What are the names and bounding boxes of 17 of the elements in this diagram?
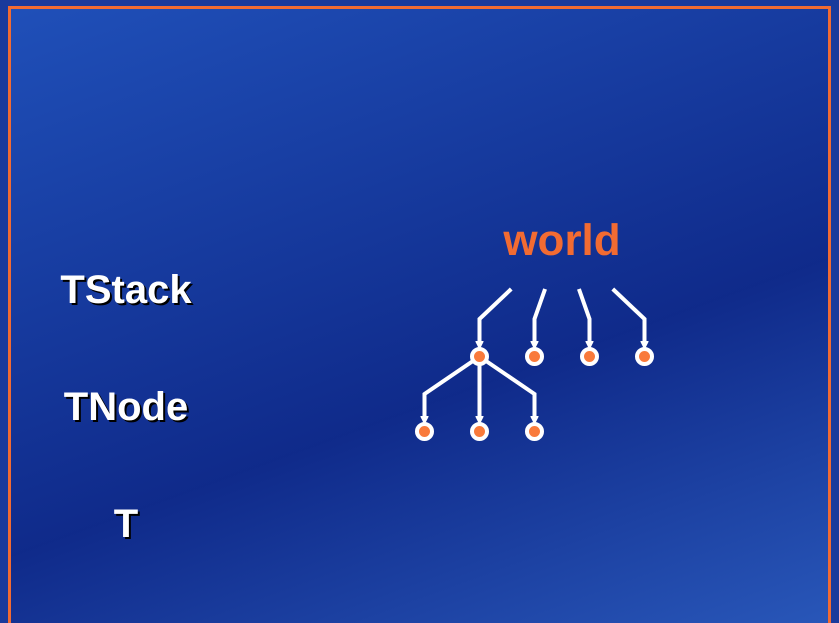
node-ellipse	[470, 347, 489, 366]
arrow	[420, 359, 474, 424]
row-label: TStack	[59, 267, 193, 314]
arrow	[611, 288, 649, 350]
arrow	[484, 359, 539, 424]
arrow	[475, 288, 513, 350]
arrow	[577, 288, 594, 350]
arrow	[530, 288, 547, 350]
row-label: TNode	[62, 384, 190, 431]
node-ellipse	[580, 347, 599, 366]
node-ellipse	[635, 347, 654, 366]
arrow	[475, 364, 484, 424]
node-ellipse	[525, 422, 544, 441]
node-ellipse	[525, 347, 544, 366]
node-ellipse	[415, 422, 434, 441]
row-label: T	[112, 501, 140, 548]
node-ellipse	[470, 422, 489, 441]
